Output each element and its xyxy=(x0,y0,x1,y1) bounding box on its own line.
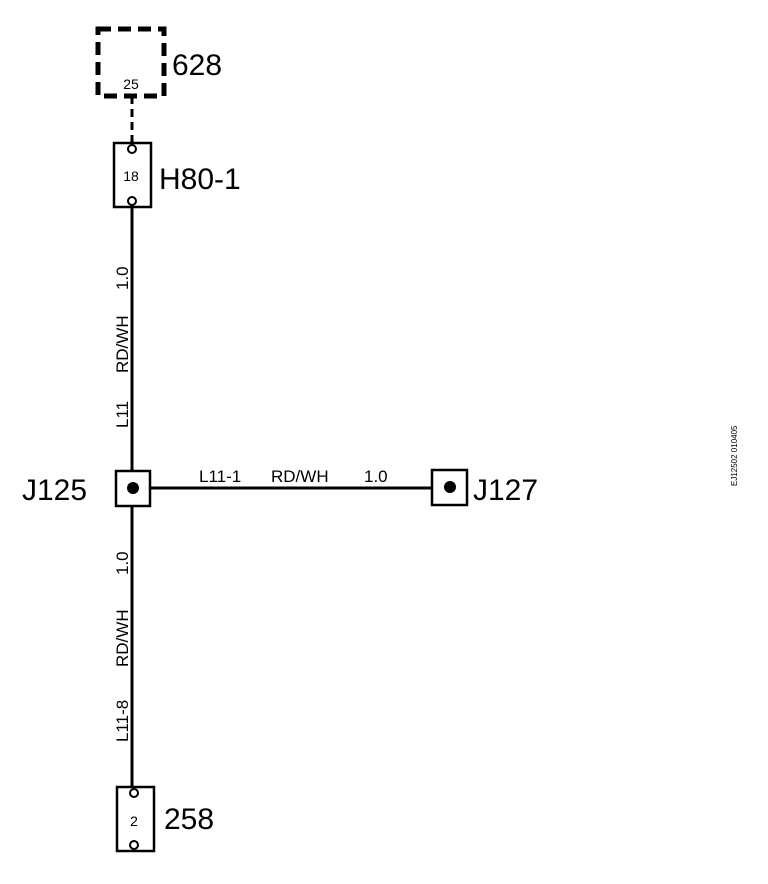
splice-j125-dot xyxy=(127,482,139,494)
wire-upper-color: RD/WH xyxy=(113,315,132,373)
wire-lower-circuit: L11-8 xyxy=(113,700,132,742)
connector-258-pin: 2 xyxy=(130,813,138,829)
connector-h80-bottom-terminal xyxy=(127,196,137,206)
splice-j127-dot xyxy=(444,481,456,493)
wire-horizontal-circuit: L11-1 xyxy=(199,467,241,486)
connector-628-pin: 25 xyxy=(123,76,139,92)
connector-258-bottom-terminal xyxy=(129,840,139,850)
connector-258-box xyxy=(115,785,156,853)
connector-628-label: 628 xyxy=(172,49,222,82)
wire-horizontal-size: 1.0 xyxy=(364,467,388,486)
wire-horizontal-label: L11-1 RD/WH 1.0 xyxy=(199,467,388,486)
connector-h80-pin: 18 xyxy=(123,168,139,184)
wire-horizontal-color: RD/WH xyxy=(271,467,329,486)
wire-upper-label: L11 RD/WH 1.0 xyxy=(113,266,132,428)
connector-h80-label: H80-1 xyxy=(159,163,241,196)
wire-lower-size: 1.0 xyxy=(113,551,132,575)
diagram-code: EJ12502 010405 xyxy=(730,425,739,486)
connector-258-top-terminal xyxy=(129,788,139,798)
connector-h80-top-terminal xyxy=(127,144,137,154)
splice-j125-label: J125 xyxy=(22,474,87,507)
splice-j127-label: J127 xyxy=(473,474,538,507)
wire-upper-circuit: L11 xyxy=(113,401,132,428)
wire-lower-label: L11-8 RD/WH 1.0 xyxy=(113,551,132,742)
connector-258-label: 258 xyxy=(164,803,214,836)
wire-lower-color: RD/WH xyxy=(113,609,132,667)
wire-upper-size: 1.0 xyxy=(113,266,132,290)
